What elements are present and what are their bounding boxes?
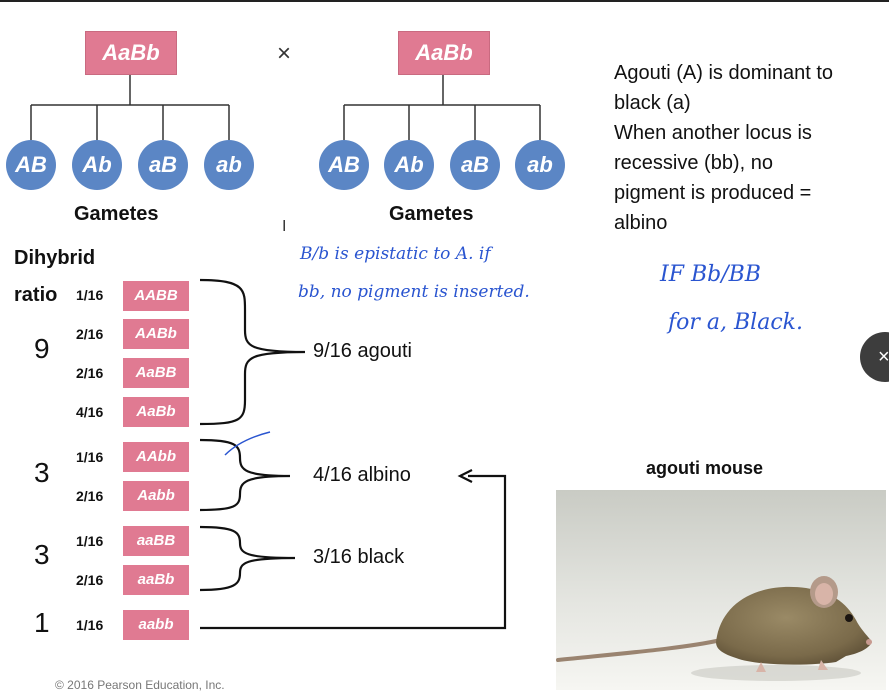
frac-3: 2/16 xyxy=(76,365,104,381)
gamete-left-1: AB xyxy=(6,140,56,190)
handwriting-line-4: for a, Black. xyxy=(668,310,803,335)
group-count-3b: 3 xyxy=(34,539,50,570)
frac-8: 2/16 xyxy=(76,572,104,588)
gamete-right-4: ab xyxy=(515,140,565,190)
frac-9: 1/16 xyxy=(76,617,104,633)
agouti-mouse-photo xyxy=(556,490,886,690)
note-line-1: Agouti (A) is dominant to xyxy=(614,62,833,84)
group-count-3a: 3 xyxy=(34,457,50,488)
gametes-label-right: Gametes xyxy=(389,203,474,225)
genotype-4: AaBb xyxy=(123,397,189,427)
handwriting-line-1: B/b is epistatic to A. if xyxy=(300,244,491,264)
genotype-8: aaBb xyxy=(123,565,189,595)
top-border xyxy=(0,0,889,2)
gamete-right-3: aB xyxy=(450,140,500,190)
result-black: 3/16 black xyxy=(313,546,405,568)
genotype-2: AABb xyxy=(123,319,189,349)
frac-6: 2/16 xyxy=(76,488,104,504)
group-count-1: 1 xyxy=(34,607,50,638)
mouse-title: agouti mouse xyxy=(646,458,764,478)
note-line-6: albino xyxy=(614,212,668,234)
gamete-left-3: aB xyxy=(138,140,188,190)
dihybrid-label: Dihybrid xyxy=(14,247,96,269)
genotype-7: aaBB xyxy=(123,526,189,556)
genotype-3: AaBB xyxy=(123,358,189,388)
note-line-4: recessive (bb), no xyxy=(614,152,773,174)
genotype-1: AABB xyxy=(123,281,189,311)
genotype-9: aabb xyxy=(123,610,189,640)
gamete-left-2: Ab xyxy=(72,140,122,190)
cross-symbol: × xyxy=(277,40,292,67)
copyright-footer: © 2016 Pearson Education, Inc. xyxy=(55,678,225,692)
note-line-2: black (a) xyxy=(614,92,691,114)
handwriting-line-3: IF Bb/BB xyxy=(660,262,761,287)
left-parent-genotype: AaBb xyxy=(85,31,177,75)
right-parent-genotype: AaBb xyxy=(398,31,490,75)
frac-5: 1/16 xyxy=(76,449,104,465)
frac-7: 1/16 xyxy=(76,533,104,549)
gametes-label-left: Gametes xyxy=(74,203,159,225)
note-line-3: When another locus is xyxy=(614,122,812,144)
genotype-5: AAbb xyxy=(123,442,189,472)
text-cursor: I xyxy=(282,218,287,235)
gamete-right-2: Ab xyxy=(384,140,434,190)
note-line-5: pigment is produced = xyxy=(614,182,812,204)
gamete-right-1: AB xyxy=(319,140,369,190)
group-count-9: 9 xyxy=(34,333,50,364)
frac-1: 1/16 xyxy=(76,287,104,303)
result-albino: 4/16 albino xyxy=(313,464,411,486)
frac-2: 2/16 xyxy=(76,326,104,342)
ratio-label: ratio xyxy=(14,284,58,306)
genotype-6: Aabb xyxy=(123,481,189,511)
result-agouti: 9/16 agouti xyxy=(313,340,412,362)
frac-4: 4/16 xyxy=(76,404,104,420)
gamete-left-4: ab xyxy=(204,140,254,190)
handwriting-line-2: bb, no pigment is inserted. xyxy=(298,282,530,302)
